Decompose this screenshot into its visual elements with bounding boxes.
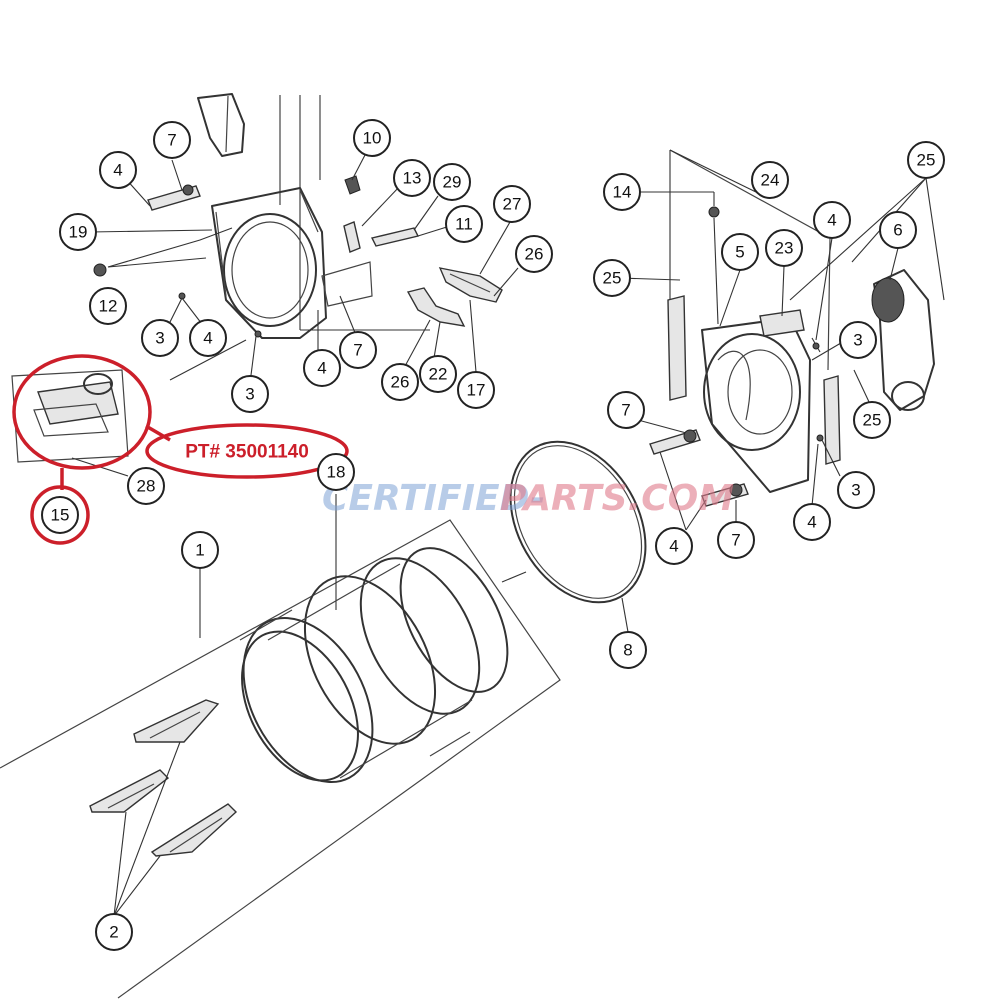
svg-text:3: 3 [851, 481, 860, 500]
callout-29[interactable]: 29 [433, 163, 471, 201]
callout-19[interactable]: 19 [59, 213, 97, 251]
callout-7[interactable]: 7 [607, 391, 645, 429]
svg-text:22: 22 [429, 365, 448, 384]
callout-10[interactable]: 10 [353, 119, 391, 157]
callout-22[interactable]: 22 [419, 355, 457, 393]
svg-text:13: 13 [403, 169, 422, 188]
svg-text:26: 26 [525, 245, 544, 264]
svg-text:7: 7 [731, 531, 740, 550]
svg-text:7: 7 [167, 131, 176, 150]
svg-text:5: 5 [735, 243, 744, 262]
svg-text:11: 11 [455, 215, 473, 234]
svg-text:14: 14 [613, 183, 632, 202]
svg-text:15: 15 [51, 506, 70, 525]
svg-text:4: 4 [203, 329, 212, 348]
callout-25[interactable]: 25 [907, 141, 945, 179]
callout-5[interactable]: 5 [721, 233, 759, 271]
svg-text:19: 19 [69, 223, 88, 242]
svg-text:4: 4 [807, 513, 816, 532]
svg-text:10: 10 [363, 129, 382, 148]
callout-27[interactable]: 27 [493, 185, 531, 223]
svg-text:6: 6 [893, 221, 902, 240]
svg-text:3: 3 [853, 331, 862, 350]
kit-15-assembly [11, 369, 129, 477]
callout-3[interactable]: 3 [231, 375, 269, 413]
svg-text:27: 27 [503, 195, 522, 214]
svg-text:4: 4 [827, 211, 836, 230]
front-bulkhead-assembly [89, 93, 519, 384]
rear-bulkhead-assembly [619, 149, 945, 531]
svg-text:7: 7 [621, 401, 630, 420]
callout-4[interactable]: 4 [813, 201, 851, 239]
part-number-ellipse [145, 423, 349, 479]
callout-7[interactable]: 7 [153, 121, 191, 159]
callout-24[interactable]: 24 [751, 161, 789, 199]
svg-text:28: 28 [137, 477, 156, 496]
watermark-text-b: PARTS.COM [500, 478, 734, 519]
callout-17[interactable]: 17 [457, 371, 495, 409]
callout-11[interactable]: 11 [445, 205, 483, 243]
callout-26[interactable]: 26 [515, 235, 553, 273]
svg-text:23: 23 [775, 239, 794, 258]
svg-text:4: 4 [317, 359, 326, 378]
svg-text:25: 25 [917, 151, 936, 170]
callout-23[interactable]: 23 [765, 229, 803, 267]
callout-6[interactable]: 6 [879, 211, 917, 249]
svg-text:24: 24 [761, 171, 780, 190]
svg-text:1: 1 [195, 541, 204, 560]
svg-text:2: 2 [109, 923, 118, 942]
kit-highlight-ellipse [12, 354, 152, 470]
part-number-label: PT# 35001140 [185, 442, 309, 463]
callouts: 7 4 19 12 3 4 3 4 7 10 13 29 11 27 26 26… [41, 119, 945, 951]
svg-text:3: 3 [155, 329, 164, 348]
callout-1[interactable]: 1 [181, 531, 219, 569]
svg-text:12: 12 [99, 297, 118, 316]
callout-7[interactable]: 7 [339, 331, 377, 369]
callout-15[interactable]: 15 [41, 496, 79, 534]
svg-text:25: 25 [603, 269, 622, 288]
callout-26[interactable]: 26 [381, 363, 419, 401]
callout-4[interactable]: 4 [655, 527, 693, 565]
callout-3[interactable]: 3 [839, 321, 877, 359]
part-highlight: PT# 35001140 [12, 354, 349, 545]
callout-4[interactable]: 4 [793, 503, 831, 541]
callout-15-highlight [30, 485, 90, 545]
callout-7[interactable]: 7 [717, 521, 755, 559]
callout-4[interactable]: 4 [99, 151, 137, 189]
svg-text:25: 25 [863, 411, 882, 430]
callout-25[interactable]: 25 [853, 401, 891, 439]
callout-12[interactable]: 12 [89, 287, 127, 325]
callout-3[interactable]: 3 [837, 471, 875, 509]
svg-text:26: 26 [391, 373, 410, 392]
svg-text:7: 7 [353, 341, 362, 360]
callout-14[interactable]: 14 [603, 173, 641, 211]
callout-3[interactable]: 3 [141, 319, 179, 357]
callout-2[interactable]: 2 [95, 913, 133, 951]
callout-18[interactable]: 18 [317, 453, 355, 491]
watermark: CERTIFIED- PARTS.COM [322, 478, 734, 519]
highlight-connector [145, 424, 171, 442]
callout-8[interactable]: 8 [609, 631, 647, 669]
svg-text:29: 29 [443, 173, 462, 192]
svg-text:18: 18 [327, 463, 346, 482]
svg-text:4: 4 [669, 537, 678, 556]
watermark-text-a: CERTIFIED- [322, 478, 545, 519]
callout-13[interactable]: 13 [393, 159, 431, 197]
callout-4[interactable]: 4 [303, 349, 341, 387]
drum-assembly [0, 440, 647, 999]
svg-text:3: 3 [245, 385, 254, 404]
svg-text:4: 4 [113, 161, 122, 180]
callout-4[interactable]: 4 [189, 319, 227, 357]
svg-text:8: 8 [623, 641, 632, 660]
callout-25[interactable]: 25 [593, 259, 631, 297]
svg-text:17: 17 [467, 381, 486, 400]
callout-28[interactable]: 28 [127, 467, 165, 505]
